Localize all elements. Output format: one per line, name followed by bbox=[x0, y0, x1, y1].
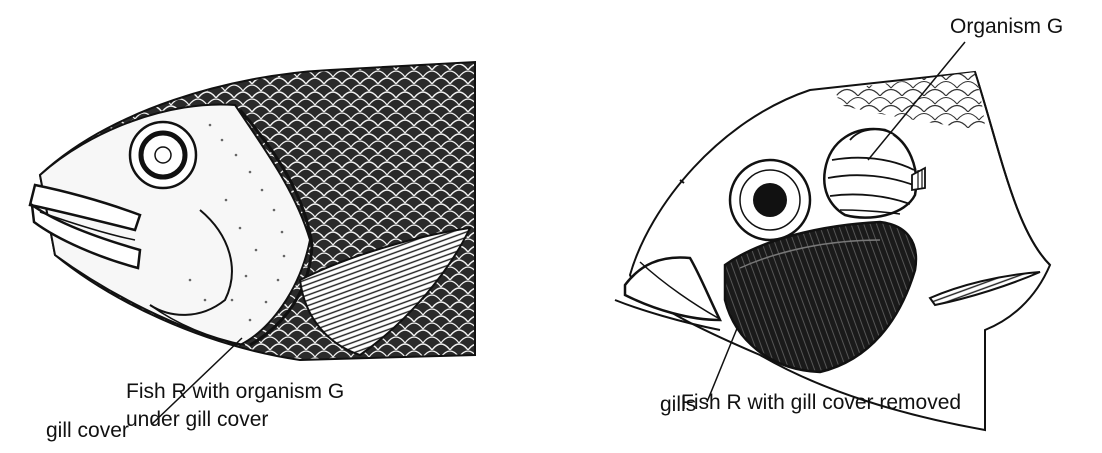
fish-right bbox=[615, 72, 1050, 430]
gill-cover-label: gill cover bbox=[46, 418, 129, 444]
right-caption: Fish R with gill cover removed bbox=[681, 389, 961, 417]
left-caption-line-1: Fish R with organism G bbox=[126, 378, 344, 406]
left-caption-line-2: under gill cover bbox=[126, 406, 344, 434]
organism-g-label: Organism G bbox=[950, 14, 1063, 40]
fish-left bbox=[30, 62, 475, 360]
fish-left-eye bbox=[130, 122, 196, 188]
left-caption: Fish R with organism G under gill cover bbox=[126, 378, 344, 434]
fish-right-eye bbox=[730, 160, 810, 240]
